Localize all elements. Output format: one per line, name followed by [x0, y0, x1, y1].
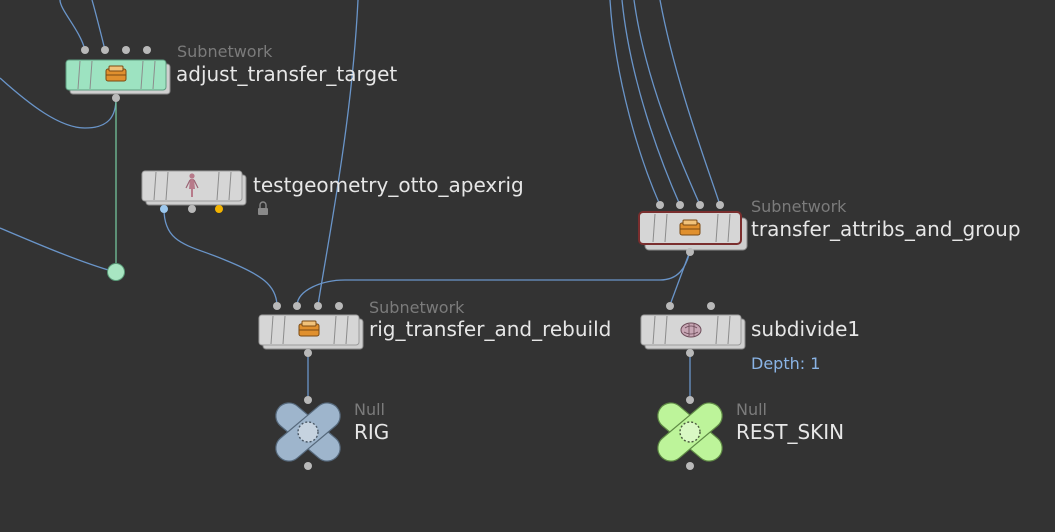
output-connector[interactable] [304, 349, 312, 357]
wire-testgeo-to-rig-transfer[interactable] [163, 208, 278, 306]
node-type-label: Subnetwork [751, 197, 847, 216]
input-connector[interactable] [686, 396, 694, 404]
wire-in-adjust-2[interactable] [91, 0, 106, 51]
node-name-label[interactable]: RIG [354, 420, 390, 444]
input-connector[interactable] [273, 302, 281, 310]
input-connector[interactable] [707, 302, 715, 310]
wire-top-to-transfer-3[interactable] [633, 0, 701, 206]
wire-top-to-transfer-4[interactable] [659, 0, 721, 206]
node-type-label: Null [736, 400, 767, 419]
input-connector[interactable] [314, 302, 322, 310]
input-connector[interactable] [676, 201, 684, 209]
node-type-label: Subnetwork [369, 298, 465, 317]
input-connector[interactable] [101, 46, 109, 54]
input-connector[interactable] [81, 46, 89, 54]
wire-dot[interactable] [107, 263, 125, 281]
input-connector[interactable] [335, 302, 343, 310]
output-connector[interactable] [160, 205, 168, 213]
input-connector[interactable] [666, 302, 674, 310]
node-type-label: Subnetwork [177, 42, 273, 61]
node-param-label: Depth: 1 [751, 354, 821, 373]
wire-in-adjust-1[interactable] [59, 0, 86, 51]
lock-icon[interactable] [258, 201, 268, 215]
null-x-icon [269, 397, 347, 467]
human-figure-icon [185, 173, 199, 197]
input-connector[interactable] [122, 46, 130, 54]
node-name-label[interactable]: subdivide1 [751, 317, 861, 341]
node-adjust-transfer-target[interactable] [65, 46, 171, 102]
node-name-label[interactable]: REST_SKIN [736, 420, 845, 444]
output-connector[interactable] [112, 94, 120, 102]
input-connector[interactable] [293, 302, 301, 310]
null-x-icon [651, 397, 729, 467]
node-rig-null[interactable] [269, 396, 347, 470]
wire-top-to-transfer-1[interactable] [609, 0, 661, 206]
node-name-label[interactable]: adjust_transfer_target [176, 62, 398, 86]
node-rig-transfer-and-rebuild[interactable] [258, 302, 364, 357]
subnet-box-icon [298, 320, 320, 337]
node-transfer-attribs-and-group[interactable] [638, 201, 748, 256]
subnet-box-icon [105, 65, 127, 82]
output-connector[interactable] [304, 462, 312, 470]
output-connector[interactable] [686, 462, 694, 470]
node-testgeometry[interactable] [141, 170, 268, 215]
node-name-label[interactable]: transfer_attribs_and_group [751, 217, 1021, 241]
wire-transfer-to-subdivide[interactable] [669, 250, 691, 306]
node-name-label[interactable]: testgeometry_otto_apexrig [253, 173, 524, 197]
output-connector[interactable] [215, 205, 223, 213]
node-subdivide1[interactable] [640, 302, 746, 357]
output-connector[interactable] [188, 205, 196, 213]
node-rest-skin-null[interactable] [651, 396, 729, 470]
wire-left-to-dot[interactable] [0, 227, 116, 273]
wire-left-to-adjust[interactable] [0, 77, 117, 129]
subnet-box-icon [679, 219, 701, 236]
wire-top-to-rig-transfer[interactable] [317, 0, 359, 306]
input-connector[interactable] [656, 201, 664, 209]
output-connector[interactable] [686, 248, 694, 256]
wire-top-to-transfer-2[interactable] [621, 0, 681, 206]
node-type-label: Null [354, 400, 385, 419]
output-connector[interactable] [686, 349, 694, 357]
node-name-label[interactable]: rig_transfer_and_rebuild [369, 317, 612, 341]
wire-transfer-to-rig-transfer[interactable] [296, 250, 691, 306]
input-connector[interactable] [696, 201, 704, 209]
input-connector[interactable] [716, 201, 724, 209]
input-connector[interactable] [304, 396, 312, 404]
subdivide-icon [680, 322, 702, 338]
input-connector[interactable] [143, 46, 151, 54]
